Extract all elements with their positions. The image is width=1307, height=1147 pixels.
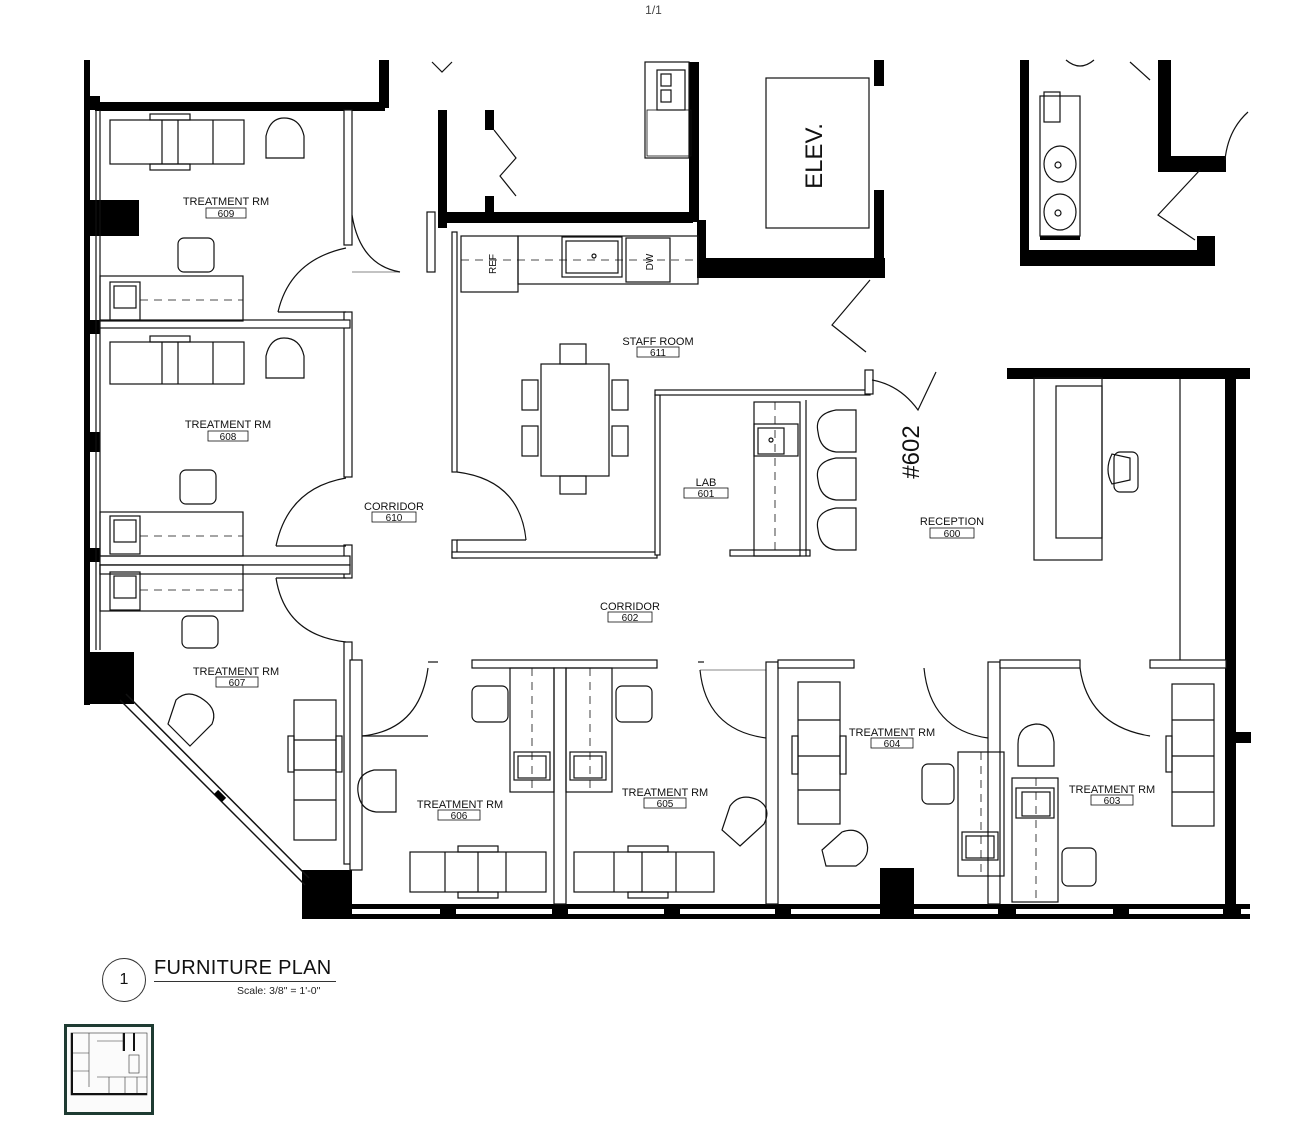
dental-chair-604 xyxy=(791,681,847,825)
room-name: TREATMENT RM xyxy=(622,787,708,799)
room-name: TREATMENT RM xyxy=(1069,784,1155,796)
room-number: 603 xyxy=(1104,796,1121,807)
room-number: 605 xyxy=(657,799,674,810)
room-name: TREATMENT RM xyxy=(183,196,269,208)
room-name: TREATMENT RM xyxy=(417,799,503,811)
room-number: 607 xyxy=(229,678,246,689)
staff-table xyxy=(521,343,629,495)
room-name: CORRIDOR xyxy=(600,601,660,613)
kitchen-counter xyxy=(460,235,699,293)
drawing-scale: Scale: 3/8" = 1'-0" xyxy=(237,985,321,997)
room-number: 600 xyxy=(944,529,961,540)
elevator-label: ELEV. xyxy=(801,123,828,189)
drawing-legend: 1 FURNITURE PLAN Scale: 3/8" = 1'-0" xyxy=(100,955,340,1005)
room-number: 609 xyxy=(218,209,235,220)
room-name: CORRIDOR xyxy=(364,501,424,513)
page-counter: 1/1 xyxy=(645,3,662,17)
room-number: 604 xyxy=(884,739,901,750)
dental-chair-609 xyxy=(109,113,245,171)
refrigerator-label: REF xyxy=(488,254,499,274)
room-name: TREATMENT RM xyxy=(849,727,935,739)
dental-chair-608 xyxy=(109,335,245,385)
dental-chair-607 xyxy=(287,699,343,841)
room-number: 608 xyxy=(220,432,237,443)
dental-chair-605 xyxy=(573,845,715,899)
room-number: 611 xyxy=(650,348,666,359)
room-number: 610 xyxy=(386,513,403,524)
room-name: RECEPTION xyxy=(920,516,984,528)
dental-chair-603 xyxy=(1165,683,1215,827)
room-number: 602 xyxy=(622,613,639,624)
room-labels: TREATMENT RM 609 TREATMENT RM 608 TREATM… xyxy=(183,196,1155,822)
plan-thumbnail[interactable] xyxy=(64,1024,154,1115)
room-number: 601 xyxy=(698,489,715,500)
suite-number-label: #602 xyxy=(898,425,925,478)
lab-stools xyxy=(816,409,857,551)
room-number: 606 xyxy=(451,811,468,822)
room-name: STAFF ROOM xyxy=(622,336,693,348)
dental-chair-606 xyxy=(409,845,547,899)
drawing-title: FURNITURE PLAN xyxy=(154,955,336,982)
drawing-number: 1 xyxy=(102,958,146,1002)
thumbnail-plan-preview xyxy=(70,1032,148,1096)
room-name: TREATMENT RM xyxy=(193,666,279,678)
room-name: TREATMENT RM xyxy=(185,419,271,431)
dishwasher-label: DW xyxy=(645,253,656,270)
room-name: LAB xyxy=(696,477,717,489)
